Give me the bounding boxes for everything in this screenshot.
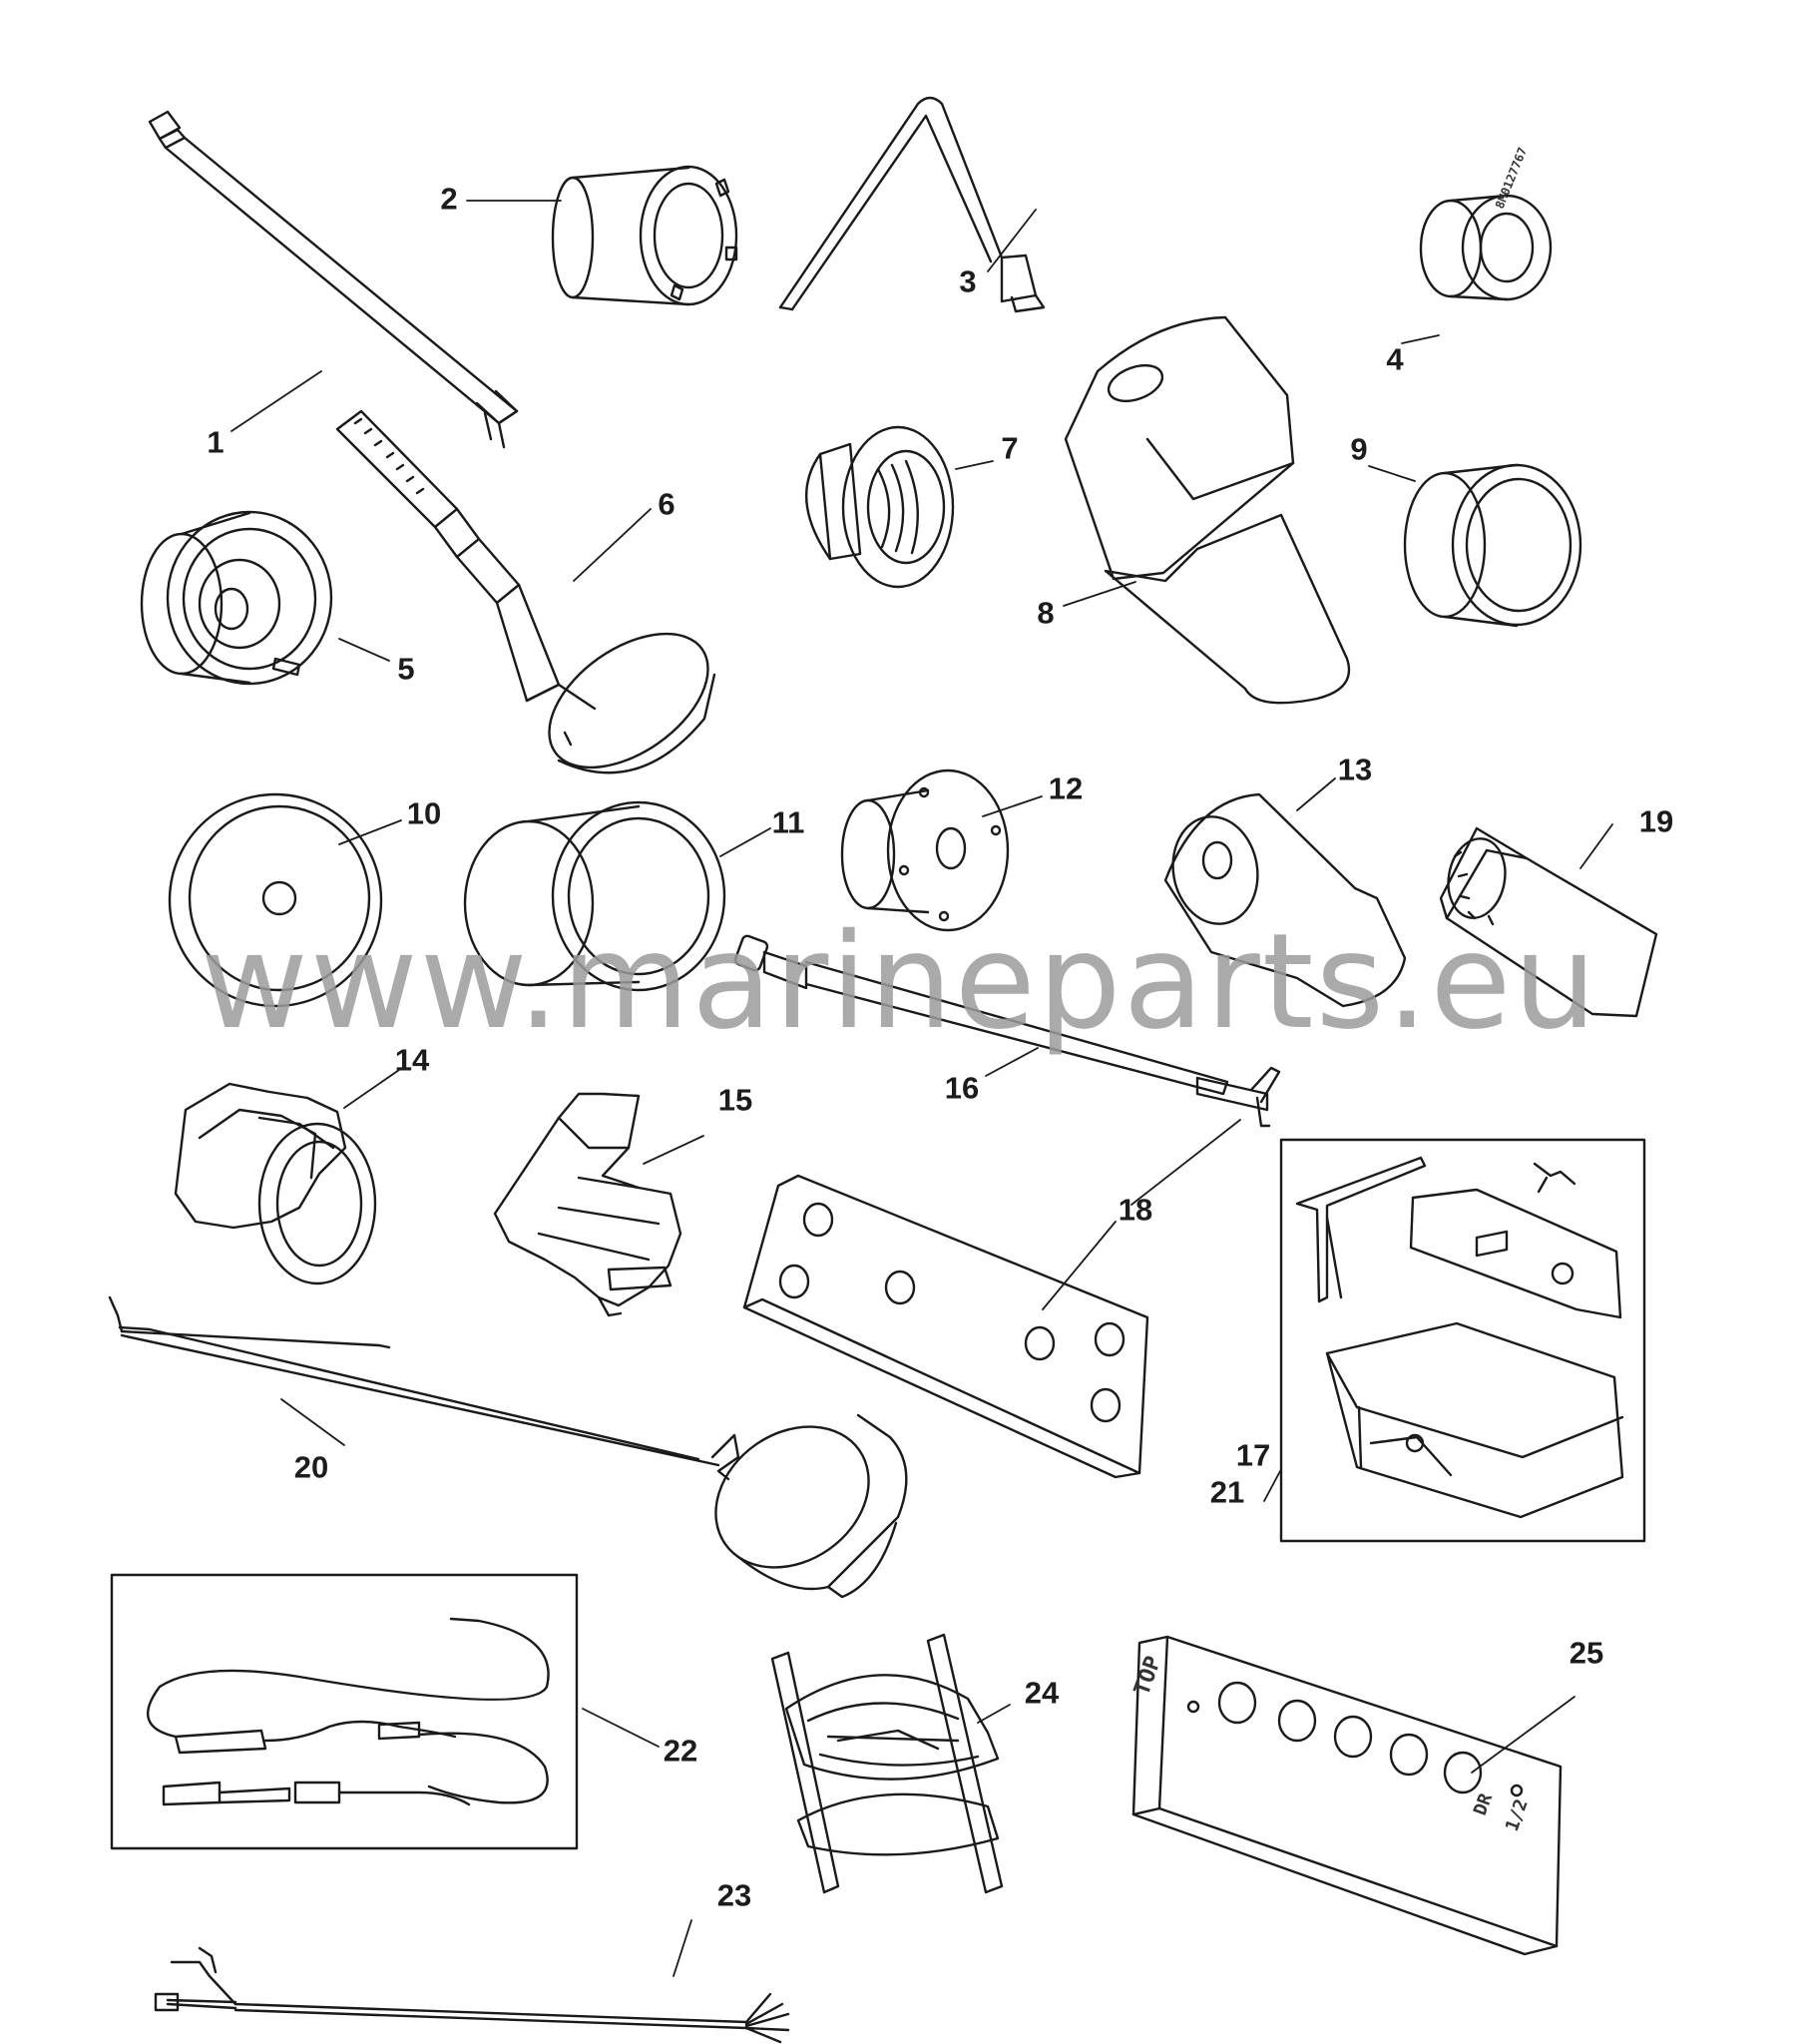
callout-10: 10: [406, 795, 442, 831]
part-18-flat-bar: [742, 1174, 1149, 1479]
callout-4: 4: [1386, 341, 1404, 377]
callout-3: 3: [959, 263, 977, 299]
callout-22: 22: [663, 1733, 698, 1769]
callout-13: 13: [1337, 752, 1373, 787]
gauge-block-fraction-label: 1/2: [1502, 1796, 1533, 1834]
callout-2: 2: [440, 181, 458, 217]
watermark: www.marineparts.eu: [200, 905, 1599, 1059]
part-12-flange-hub: [840, 768, 1010, 932]
leader-lines: [230, 200, 1613, 1977]
callout-18: 18: [1118, 1192, 1153, 1228]
part-14-star-knob: [174, 1082, 377, 1285]
callout-17: 17: [1235, 1437, 1271, 1473]
callout-23: 23: [716, 1877, 752, 1913]
part-21-kit-box-frame: [1279, 1138, 1646, 1543]
callout-15: 15: [717, 1082, 753, 1118]
callout-9: 9: [1350, 431, 1368, 467]
callout-6: 6: [658, 486, 675, 522]
callout-25: 25: [1569, 1635, 1604, 1671]
callout-12: 12: [1048, 770, 1084, 806]
part-10-cup: [168, 792, 383, 1008]
gauge-block-top-label: TOP: [1129, 1653, 1166, 1699]
part-3-bent-rod: [778, 96, 1046, 313]
part-17-bell-cap: [714, 1413, 908, 1599]
part-24-bearing-separator: [770, 1633, 1004, 1894]
part-20-wire-probe: [108, 1295, 740, 1481]
callout-19: 19: [1638, 803, 1674, 839]
part-8-installation-tool: [1064, 315, 1351, 705]
part-9-ring: [1403, 463, 1582, 628]
part-1-driveshaft-socket: [148, 110, 519, 449]
callout-14: 14: [394, 1042, 430, 1078]
part-23-wiring-harness: [154, 1946, 790, 2044]
part-4-ring: 8M0127767: [1419, 146, 1553, 301]
callout-5: 5: [397, 651, 415, 687]
callout-7: 7: [1001, 430, 1019, 466]
part-25-gauge-block: TOP DR 1/2: [1129, 1635, 1563, 1956]
callout-1: 1: [207, 424, 225, 460]
part-16-threaded-rod: [733, 934, 1281, 1128]
part-11-sleeve: [463, 800, 726, 992]
part-15-clip-tool: [493, 1092, 682, 1317]
callout-11: 11: [771, 804, 805, 840]
callout-24: 24: [1024, 1675, 1060, 1711]
part-13-stepped-driver: [1163, 792, 1407, 1008]
part-5-bearing-puller: [140, 510, 333, 686]
part-19-spline-adapter: [1439, 826, 1658, 1018]
callout-20: 20: [293, 1449, 329, 1485]
part-6-spline-shaft-tool: [335, 409, 716, 774]
part-2-nut-socket: [551, 165, 738, 306]
callout-21: 21: [1209, 1474, 1245, 1510]
part-7-bell-socket: [804, 425, 955, 589]
callout-8: 8: [1037, 595, 1055, 631]
callout-16: 16: [944, 1070, 980, 1106]
part-22-cable-kit-frame: [110, 1573, 579, 1850]
gauge-block-dr-label: DR: [1470, 1790, 1497, 1818]
